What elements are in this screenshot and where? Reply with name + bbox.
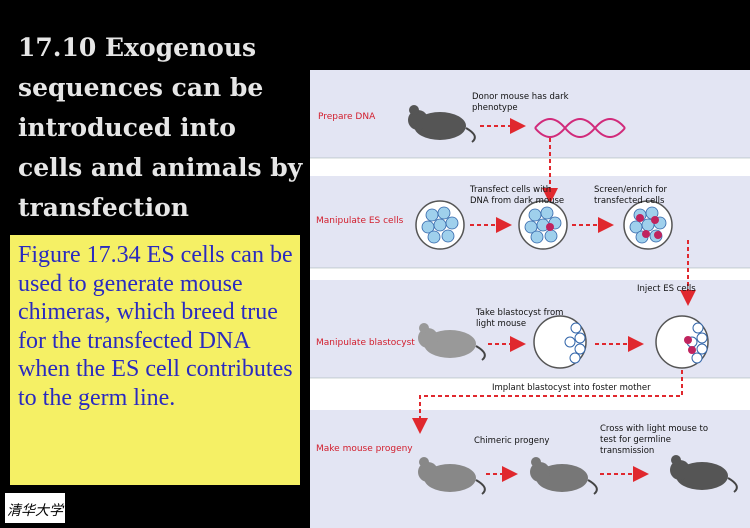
caption-box: Figure 17.34 ES cells can be used to gen…: [10, 235, 300, 485]
note-inject: Inject ES cells: [637, 284, 696, 294]
es-cell-figure: Prepare DNA Manipulate ES cells Manipula…: [310, 70, 750, 528]
note-chimeric: Chimeric progeny: [474, 436, 550, 446]
row-label-blastocyst: Manipulate blastocyst: [316, 338, 415, 348]
note-screen: Screen/enrich for transfected cells: [594, 185, 668, 206]
note-implant: Implant blastocyst into foster mother: [492, 383, 651, 393]
injected-blastocyst-icon: [655, 315, 709, 369]
university-logo: 清华大学: [5, 493, 65, 523]
note-take-blastocyst: Take blastocyst from light mouse: [476, 308, 564, 329]
es-cells-icon: [415, 200, 465, 250]
row-label-es-cells: Manipulate ES cells: [316, 216, 404, 226]
slide-title: 17.10 Exogenous sequences can be introdu…: [18, 33, 303, 222]
note-cross: Cross with light mouse to test for germl…: [600, 424, 709, 456]
note-donor: Donor mouse has dark phenotype: [472, 92, 569, 113]
dna-helix-icon: [534, 118, 626, 138]
figure-caption: Figure 17.34 ES cells can be used to gen…: [18, 242, 293, 411]
row-label-prepare-dna: Prepare DNA: [318, 112, 376, 122]
note-transfect: Transfect cells with DNA from dark mouse: [470, 185, 565, 206]
row-band-1: [310, 70, 750, 158]
enriched-cells-icon: [623, 200, 673, 250]
svg-text:清华大学: 清华大学: [7, 503, 65, 519]
row-label-progeny: Make mouse progeny: [316, 444, 413, 454]
figure-artwork: [310, 70, 750, 528]
transfected-cells-icon: [518, 200, 568, 250]
